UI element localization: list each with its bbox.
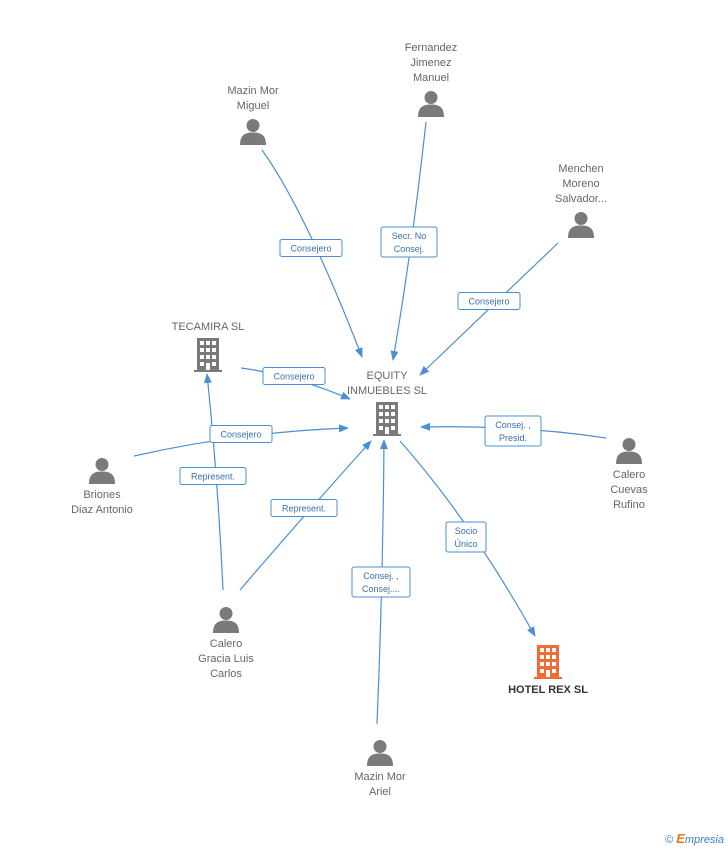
node-hotelrex[interactable]: HOTEL REX SL [508,645,588,696]
node-label: Calero [210,638,242,650]
person-icon [418,91,444,117]
node-label: Mazin Mor [354,771,406,783]
edge-label-box [351,566,411,598]
node-label: Gracia Luis [198,653,254,665]
edge-label-fernandez-to-equity[interactable]: Secr. No Consej. [380,226,438,258]
node-label: INMUEBLES SL [347,385,427,397]
brand-footer[interactable]: ©Empresia [665,831,724,846]
edge-label-calerocuevas-to-equity[interactable]: Consej. , Presid. [484,415,542,447]
node-label: EQUITY [367,370,409,382]
node-tecamira[interactable]: TECAMIRA SL [172,321,245,372]
node-label: Miguel [237,100,269,112]
edge-label-text: Único [454,539,477,549]
person-icon [616,438,642,464]
edge-label-mazinariel-to-equity[interactable]: Consej. , Consej.... [351,566,411,598]
nodes-layer: EQUITY INMUEBLES SL HOTEL REX SL TECAMIRA S… [71,42,648,798]
edge-calerogracia-to-equity [239,440,372,591]
node-label: Rufino [613,499,645,511]
person-icon [568,212,594,238]
building-icon [534,645,562,679]
node-label: Menchen [558,163,603,175]
building-icon [194,338,222,372]
node-label: Calero [613,469,645,481]
edge-label-box [380,226,438,258]
person-icon [213,607,239,633]
brand-logo-initial: E [676,831,685,846]
node-label: HOTEL REX SL [508,684,588,696]
edge-label-box [179,467,247,485]
node-label: Diaz Antonio [71,504,133,516]
edge-label-text: Presid. [499,433,527,443]
edge-label-briones-to-equity[interactable]: Consejero [209,425,273,443]
edge-label-menchen-to-equity[interactable]: Consejero [457,292,521,310]
copyright-symbol: © [665,834,674,846]
node-label: Briones [83,489,121,501]
edge-label-mazinmiguel-to-equity[interactable]: Consejero [279,239,343,257]
edge-label-box [262,367,326,385]
person-icon [240,119,266,145]
edge-label-text: Represent. [282,504,326,514]
person-icon [89,458,115,484]
edge-label-text: Consej. , [363,571,399,581]
edge-label-calerogracia-to-tecamira[interactable]: Represent. [179,467,247,485]
node-label: Fernandez [405,42,458,54]
edge-label-text: Consejero [468,297,509,307]
edge-label-text: Consejero [290,244,331,254]
person-icon [367,740,393,766]
node-label: Salvador... [555,193,607,205]
edge-label-box [457,292,521,310]
node-label: TECAMIRA SL [172,321,245,333]
node-equity[interactable]: EQUITY INMUEBLES SL [347,370,427,436]
edge-label-calerogracia-to-equity[interactable]: Represent. [270,499,338,517]
node-label: Manuel [413,72,449,84]
edge-label-text: Consejero [273,372,314,382]
edge-label-box [209,425,273,443]
node-label: Mazin Mor [227,85,279,97]
building-icon [373,402,401,436]
edge-label-box [484,415,542,447]
edge-label-text: Represent. [191,472,235,482]
brand-name: mpresia [684,834,724,846]
node-label: Cuevas [610,484,648,496]
node-label: Ariel [369,786,391,798]
edge-label-text: Consejero [220,430,261,440]
edge-mazinmiguel-to-equity [261,149,363,358]
node-label: Jimenez [411,57,452,69]
node-label: Moreno [562,178,599,190]
edge-label-text: Consej. , [495,420,531,430]
node-label: Carlos [210,668,242,680]
edge-label-text: Consej. [394,244,425,254]
edge-label-box [445,521,487,553]
edge-label-box [279,239,343,257]
edge-label-text: Socio [455,526,478,536]
edge-label-box [270,499,338,517]
node-menchen[interactable]: MenchenMorenoSalvador... [555,163,607,238]
edge-label-text: Secr. No [392,231,427,241]
edge-label-text: Consej.... [362,584,400,594]
edge-label-tecamira-to-equity[interactable]: Consejero [262,367,326,385]
